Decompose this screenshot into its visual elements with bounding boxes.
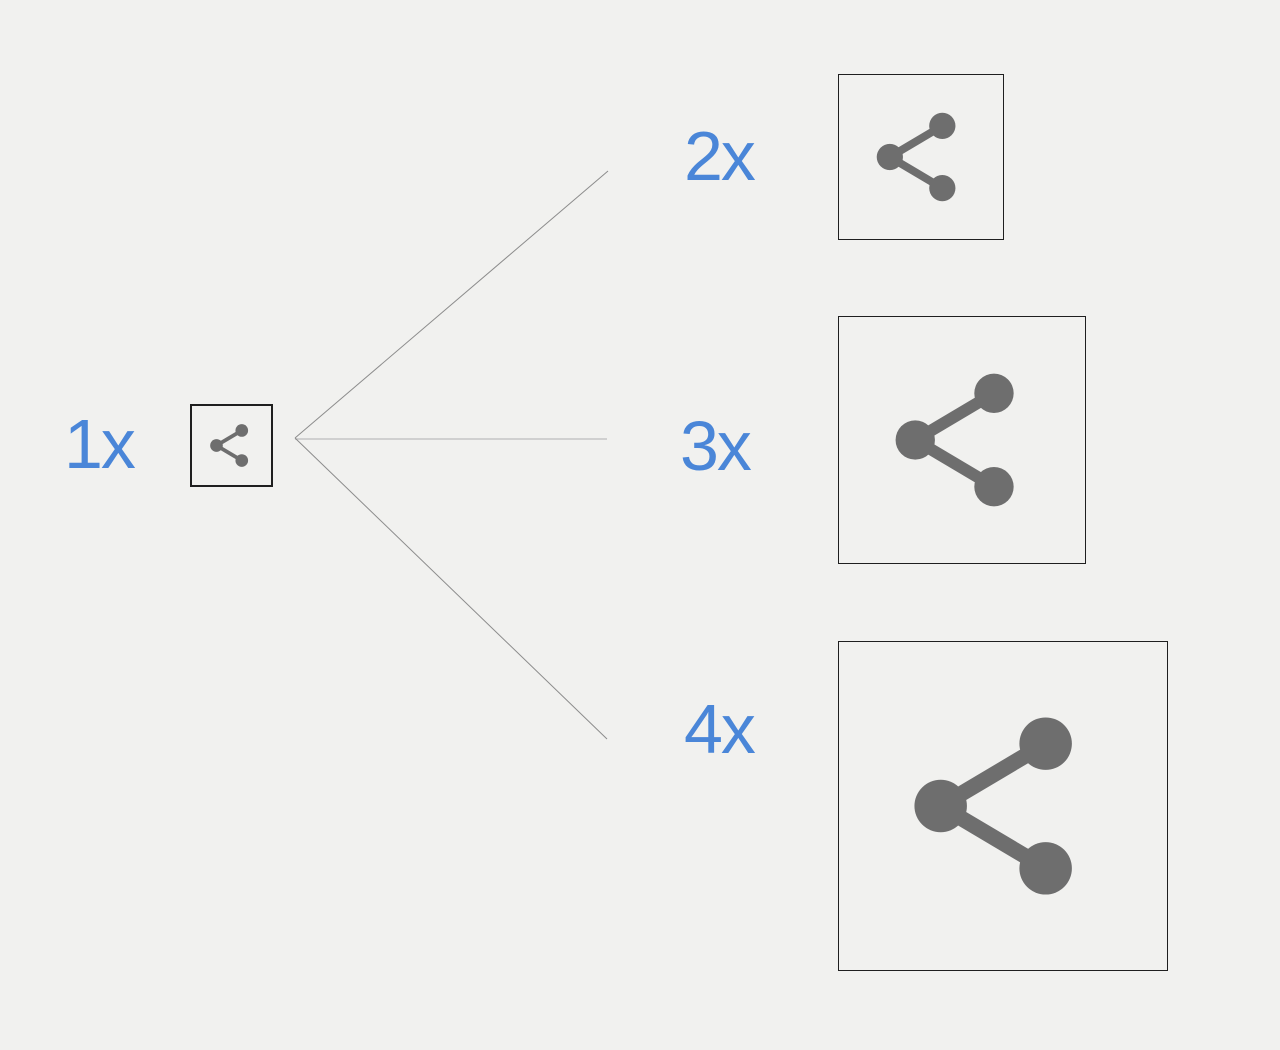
- icon-box-4x: [838, 641, 1168, 971]
- share-icon: [839, 317, 1085, 563]
- icon-box-1x: [190, 404, 273, 487]
- share-icon: [839, 75, 1003, 239]
- share-icon: [208, 422, 250, 469]
- scale-label-2x: 2x: [684, 117, 756, 195]
- scale-label-4x: 4x: [684, 690, 756, 768]
- icon-box-3x: [838, 316, 1086, 564]
- fan-line-to-2x: [294, 170, 609, 439]
- scale-label-1x: 1x: [64, 405, 136, 483]
- fan-line-to-4x: [294, 437, 608, 740]
- icon-box-2x: [838, 74, 1004, 240]
- scale-label-3x: 3x: [680, 407, 752, 485]
- share-icon: [839, 642, 1167, 970]
